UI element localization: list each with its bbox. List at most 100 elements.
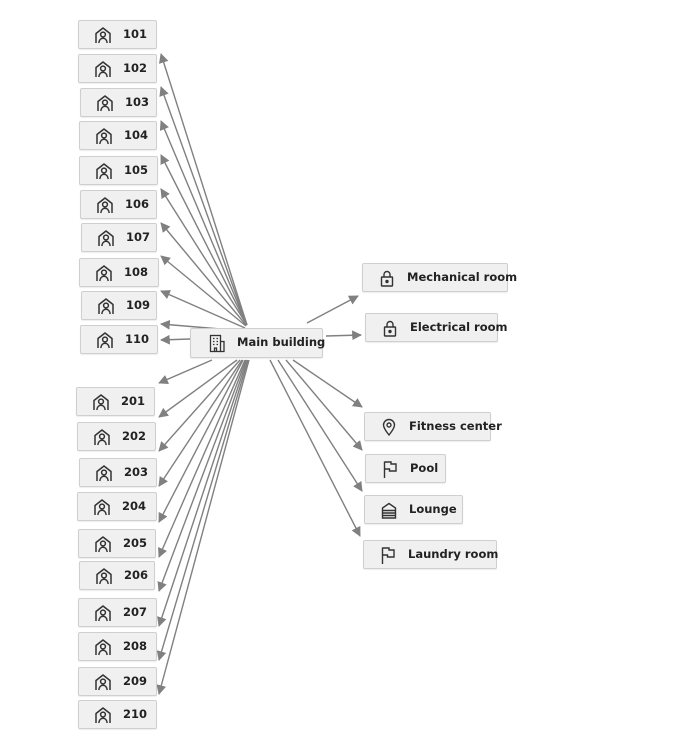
lock-icon: [377, 268, 397, 288]
edge-to-207: [157, 359, 247, 592]
location-pin-icon: [379, 417, 399, 437]
node-label: 203: [124, 464, 149, 479]
flag-icon: [378, 545, 398, 565]
room-node-110[interactable]: 110: [80, 325, 158, 354]
room-icon: [93, 637, 113, 657]
room-node-207[interactable]: 207: [78, 598, 157, 627]
room-icon: [94, 566, 114, 586]
node-label: 107: [126, 229, 151, 244]
node-label: Pool: [410, 460, 439, 475]
room-node-204[interactable]: 204: [77, 492, 157, 521]
room-icon: [93, 59, 113, 79]
edge-to-101: [158, 53, 248, 326]
node-label: 201: [121, 393, 146, 408]
edge-to-102: [159, 86, 248, 326]
room-icon: [93, 534, 113, 554]
facility-node-pool[interactable]: Pool: [365, 454, 446, 483]
edge-to-pool: [285, 359, 363, 451]
node-label: 204: [122, 498, 147, 513]
building-icon: [207, 333, 227, 353]
edge-to-201: [158, 359, 213, 384]
node-label: 207: [123, 604, 148, 619]
room-node-205[interactable]: 205: [78, 529, 156, 558]
edge-to-210: [156, 359, 250, 695]
node-label: 206: [124, 567, 149, 582]
edge-to-electrical-room: [325, 330, 362, 341]
hub-node-main-building[interactable]: Main building: [190, 328, 325, 358]
lock-icon: [380, 318, 400, 338]
room-icon: [94, 161, 114, 181]
room-node-107[interactable]: 107: [81, 223, 157, 252]
node-label: 106: [125, 196, 150, 211]
edge-to-203: [158, 359, 241, 452]
room-node-203[interactable]: 203: [79, 458, 157, 487]
edge-to-106: [160, 222, 247, 326]
node-label: Lounge: [409, 501, 457, 516]
room-icon: [92, 497, 112, 517]
room-node-105[interactable]: 105: [79, 156, 158, 185]
room-node-206[interactable]: 206: [79, 561, 155, 590]
facility-node-laundry-room[interactable]: Laundry room: [363, 540, 499, 569]
room-node-106[interactable]: 106: [80, 190, 157, 219]
node-label: 202: [122, 428, 147, 443]
node-label: 104: [124, 127, 149, 142]
facility-node-fitness-center[interactable]: Fitness center: [364, 412, 502, 441]
edge-to-mechanical-room: [306, 295, 359, 324]
edge-to-202: [158, 359, 238, 418]
node-label: Mechanical room: [407, 269, 518, 284]
edge-to-105: [160, 188, 248, 326]
node-label: 205: [123, 535, 148, 550]
edge-to-103: [159, 120, 248, 326]
room-icon: [95, 330, 115, 350]
room-node-102[interactable]: 102: [78, 54, 157, 83]
edge-to-208: [157, 359, 248, 627]
room-node-209[interactable]: 209: [78, 667, 157, 696]
node-label: 102: [123, 60, 148, 75]
room-icon: [95, 195, 115, 215]
room-node-104[interactable]: 104: [79, 121, 157, 150]
room-node-101[interactable]: 101: [78, 20, 157, 49]
room-node-208[interactable]: 208: [78, 632, 157, 661]
edge-to-206: [158, 359, 246, 558]
facility-node-electrical-room[interactable]: Electrical room: [365, 313, 508, 342]
edge-to-104: [160, 154, 248, 326]
edge-to-110: [160, 334, 191, 345]
room-icon: [94, 463, 114, 483]
room-icon: [93, 705, 113, 725]
node-label: 105: [124, 162, 149, 177]
node-label: 208: [123, 638, 148, 653]
node-label: Electrical room: [410, 319, 508, 334]
room-node-103[interactable]: 103: [80, 88, 157, 117]
room-icon: [94, 126, 114, 146]
room-icon: [92, 427, 112, 447]
edge-to-108: [160, 290, 246, 329]
room-node-109[interactable]: 109: [81, 291, 157, 320]
node-label: 110: [125, 331, 150, 346]
room-node-202[interactable]: 202: [77, 422, 156, 451]
lounge-icon: [379, 500, 399, 520]
edge-to-fitness-center: [292, 359, 363, 408]
room-icon: [91, 392, 111, 412]
room-icon: [93, 25, 113, 45]
room-icon: [95, 93, 115, 113]
node-label: 103: [125, 94, 150, 109]
edge-to-107: [160, 255, 247, 327]
node-label: Laundry room: [408, 546, 499, 561]
facility-node-mechanical-room[interactable]: Mechanical room: [362, 263, 517, 292]
edge-to-204: [158, 359, 243, 487]
room-icon: [96, 296, 116, 316]
room-node-201[interactable]: 201: [76, 387, 155, 416]
node-label: Fitness center: [409, 418, 502, 433]
edge-to-lounge: [277, 359, 363, 492]
node-label: 101: [123, 26, 148, 41]
facility-node-lounge[interactable]: Lounge: [364, 495, 463, 524]
node-label: 210: [123, 706, 148, 721]
room-icon: [94, 263, 114, 283]
room-node-210[interactable]: 210: [78, 700, 157, 729]
edge-to-laundry-room: [269, 359, 361, 537]
node-label: 108: [124, 264, 149, 279]
flag-icon: [380, 459, 400, 479]
node-label: 109: [126, 297, 151, 312]
room-icon: [93, 603, 113, 623]
room-node-108[interactable]: 108: [79, 258, 159, 287]
